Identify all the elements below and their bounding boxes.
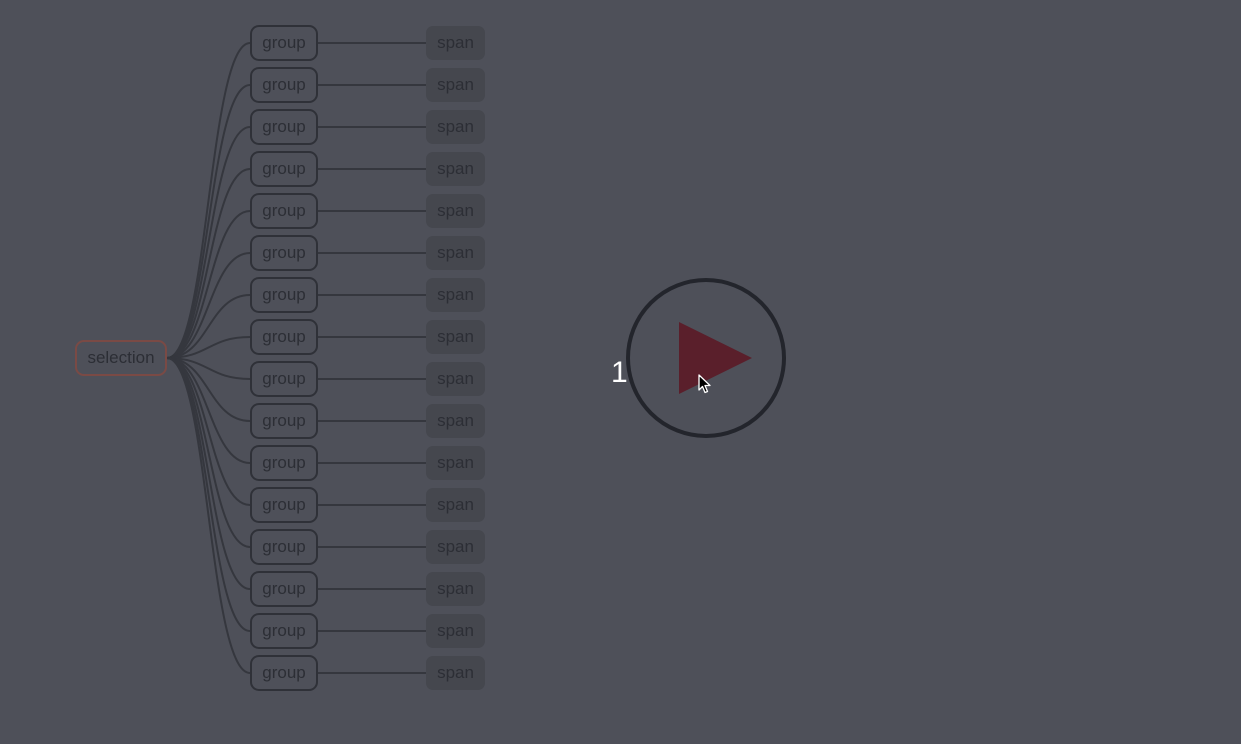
link-root-group — [166, 357, 251, 422]
link-root-group — [166, 210, 251, 359]
span-node: span — [426, 320, 485, 354]
span-node: span — [426, 26, 485, 60]
span-node: span — [426, 404, 485, 438]
link-root-group — [166, 357, 251, 590]
mouse-pointer-icon — [698, 374, 711, 394]
group-node: group — [250, 403, 318, 439]
group-node: group — [250, 67, 318, 103]
group-node: group — [250, 529, 318, 565]
link-root-group — [166, 357, 251, 632]
span-node: span — [426, 656, 485, 690]
span-node: span — [426, 278, 485, 312]
group-node: group — [250, 109, 318, 145]
span-node: span — [426, 488, 485, 522]
group-node: group — [250, 235, 318, 271]
group-node: group — [250, 571, 318, 607]
play-icon — [679, 322, 752, 394]
link-root-group — [166, 357, 251, 380]
group-node: group — [250, 277, 318, 313]
group-node: group — [250, 655, 318, 691]
link-root-group — [166, 42, 251, 359]
group-node: group — [250, 151, 318, 187]
span-node: span — [426, 362, 485, 396]
group-node: group — [250, 445, 318, 481]
group-node: group — [250, 613, 318, 649]
group-node: group — [250, 193, 318, 229]
link-root-group — [166, 357, 251, 506]
span-node: span — [426, 572, 485, 606]
span-node: span — [426, 236, 485, 270]
link-root-group — [166, 336, 251, 359]
link-root-group — [166, 294, 251, 359]
span-node: span — [426, 68, 485, 102]
link-root-group — [166, 168, 251, 359]
span-node: span — [426, 194, 485, 228]
group-node: group — [250, 319, 318, 355]
counter-label: 1 — [611, 356, 628, 389]
span-node: span — [426, 614, 485, 648]
root-node: selection — [75, 340, 167, 376]
link-root-group — [166, 252, 251, 359]
span-node: span — [426, 446, 485, 480]
span-node: span — [426, 152, 485, 186]
group-node: group — [250, 25, 318, 61]
link-root-group — [166, 84, 251, 359]
span-node: span — [426, 530, 485, 564]
group-node: group — [250, 487, 318, 523]
group-node: group — [250, 361, 318, 397]
link-root-group — [166, 357, 251, 674]
link-root-group — [166, 357, 251, 464]
link-root-group — [166, 126, 251, 359]
play-button[interactable] — [626, 278, 786, 438]
span-node: span — [426, 110, 485, 144]
